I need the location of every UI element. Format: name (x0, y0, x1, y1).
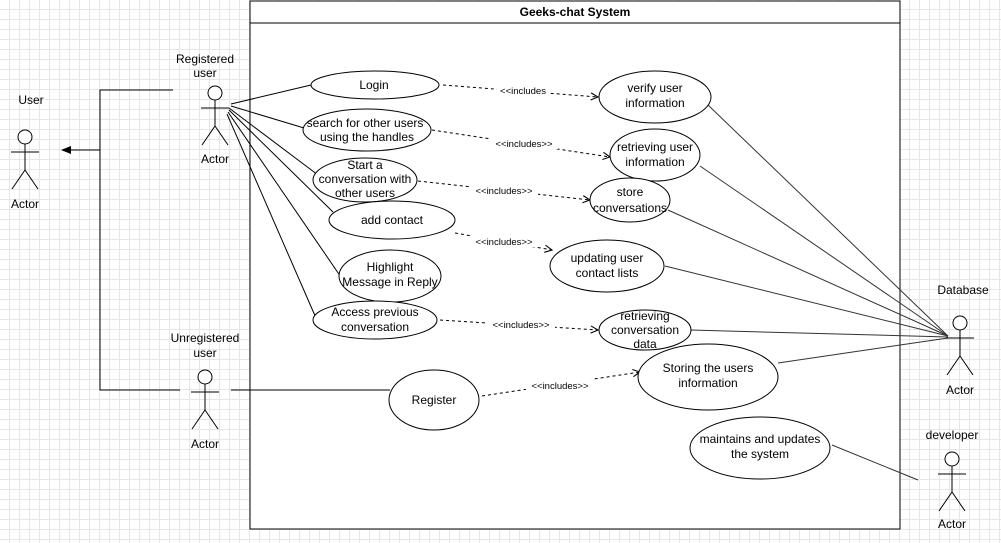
actor-unregistered-name-1: Unregistered (171, 331, 240, 345)
actor-unregistered-name-2: user (193, 346, 216, 360)
use-case-label: updating user (571, 251, 644, 265)
svg-text:<<includes>>: <<includes>> (475, 237, 532, 248)
developer-association (831, 444, 919, 481)
use-case-start-conversation[interactable] (312, 157, 418, 203)
actor-database-name: Database (937, 283, 989, 297)
svg-text:<<includes>>: <<includes>> (531, 381, 588, 392)
actor-developer[interactable] (938, 451, 966, 512)
use-case-label: conversation with (319, 172, 412, 186)
svg-text:<<includes: <<includes (500, 86, 546, 97)
use-case-label: Register (412, 393, 457, 407)
use-case-register[interactable] (388, 369, 480, 431)
use-case-label: search for other users (307, 116, 424, 130)
use-case-label: add contact (361, 213, 424, 227)
use-case-label: retrieving (620, 309, 669, 323)
use-case-label: other users (335, 186, 395, 200)
actor-unregistered-caption: Actor (191, 437, 219, 451)
database-associations (664, 104, 949, 364)
include-label-login: <<includes (497, 84, 550, 97)
use-case-search[interactable] (302, 108, 432, 152)
use-cases (302, 70, 831, 480)
use-case-label: information (625, 155, 684, 169)
use-case-add-contact[interactable] (328, 200, 456, 240)
actor-unregistered-user[interactable] (191, 369, 219, 430)
include-label-start: <<includes>> (470, 184, 538, 197)
svg-text:<<includes>>: <<includes>> (475, 186, 532, 197)
actor-registered-caption: Actor (201, 152, 229, 166)
use-case-store-conversations[interactable] (589, 177, 671, 223)
use-case-label: conversation (341, 320, 409, 334)
actor-developer-name: developer (926, 428, 979, 442)
actor-database-caption: Actor (946, 383, 974, 397)
include-label-register: <<includes>> (526, 379, 594, 392)
use-case-label: contact lists (576, 266, 639, 280)
use-case-label: verify user (627, 81, 682, 95)
use-case-label: Login (359, 78, 388, 92)
use-case-label: using the handles (320, 130, 414, 144)
use-case-labels: Login search for other users using the h… (307, 78, 821, 461)
actor-registered-name-1: Registered (176, 52, 234, 66)
generalization-lines (61, 89, 180, 391)
actor-user-name: User (18, 93, 43, 107)
actor-database[interactable] (946, 315, 974, 376)
use-case-maintains-system[interactable] (689, 416, 831, 480)
actor-registered-user[interactable] (201, 85, 229, 146)
use-case-label: Highlight (367, 260, 414, 274)
use-case-updating-contacts[interactable] (549, 239, 665, 293)
use-case-label: Message in Reply (342, 275, 437, 289)
svg-text:<<includes>>: <<includes>> (492, 320, 549, 331)
use-case-label: data (633, 337, 657, 351)
actor-user-caption: Actor (11, 197, 39, 211)
registered-associations (226, 84, 346, 319)
include-labels: <<includes <<includes>> <<includes>> <<i… (470, 84, 594, 392)
actor-registered-name-2: user (193, 66, 216, 80)
svg-text:<<includes>>: <<includes>> (495, 139, 552, 150)
use-case-label: conversations (593, 201, 667, 215)
use-case-label: maintains and updates (700, 432, 821, 446)
include-label-access: <<includes>> (487, 318, 555, 331)
use-case-storing-users[interactable] (637, 343, 779, 411)
use-case-verify[interactable] (598, 70, 712, 124)
use-case-label: store (617, 185, 644, 199)
include-label-search: <<includes>> (490, 137, 558, 150)
use-case-label: conversation (611, 323, 679, 337)
use-case-label: information (625, 96, 684, 110)
use-case-retrieving-conversation[interactable] (598, 309, 692, 351)
use-case-label: information (678, 376, 737, 390)
include-label-add-contact: <<includes>> (470, 235, 538, 248)
actor-developer-caption: Actor (938, 517, 966, 531)
use-case-label: Access previous (331, 305, 418, 319)
use-case-access-conversation[interactable] (312, 300, 438, 340)
use-case-login[interactable] (310, 70, 440, 100)
system-title: Geeks-chat System (520, 5, 631, 19)
use-case-retrieving-user[interactable] (609, 128, 701, 182)
use-case-label: Start a (347, 158, 383, 172)
use-case-label: Storing the users (663, 361, 754, 375)
actor-user[interactable] (11, 129, 39, 190)
use-case-label: retrieving user (617, 140, 693, 154)
use-case-label: the system (731, 447, 789, 461)
